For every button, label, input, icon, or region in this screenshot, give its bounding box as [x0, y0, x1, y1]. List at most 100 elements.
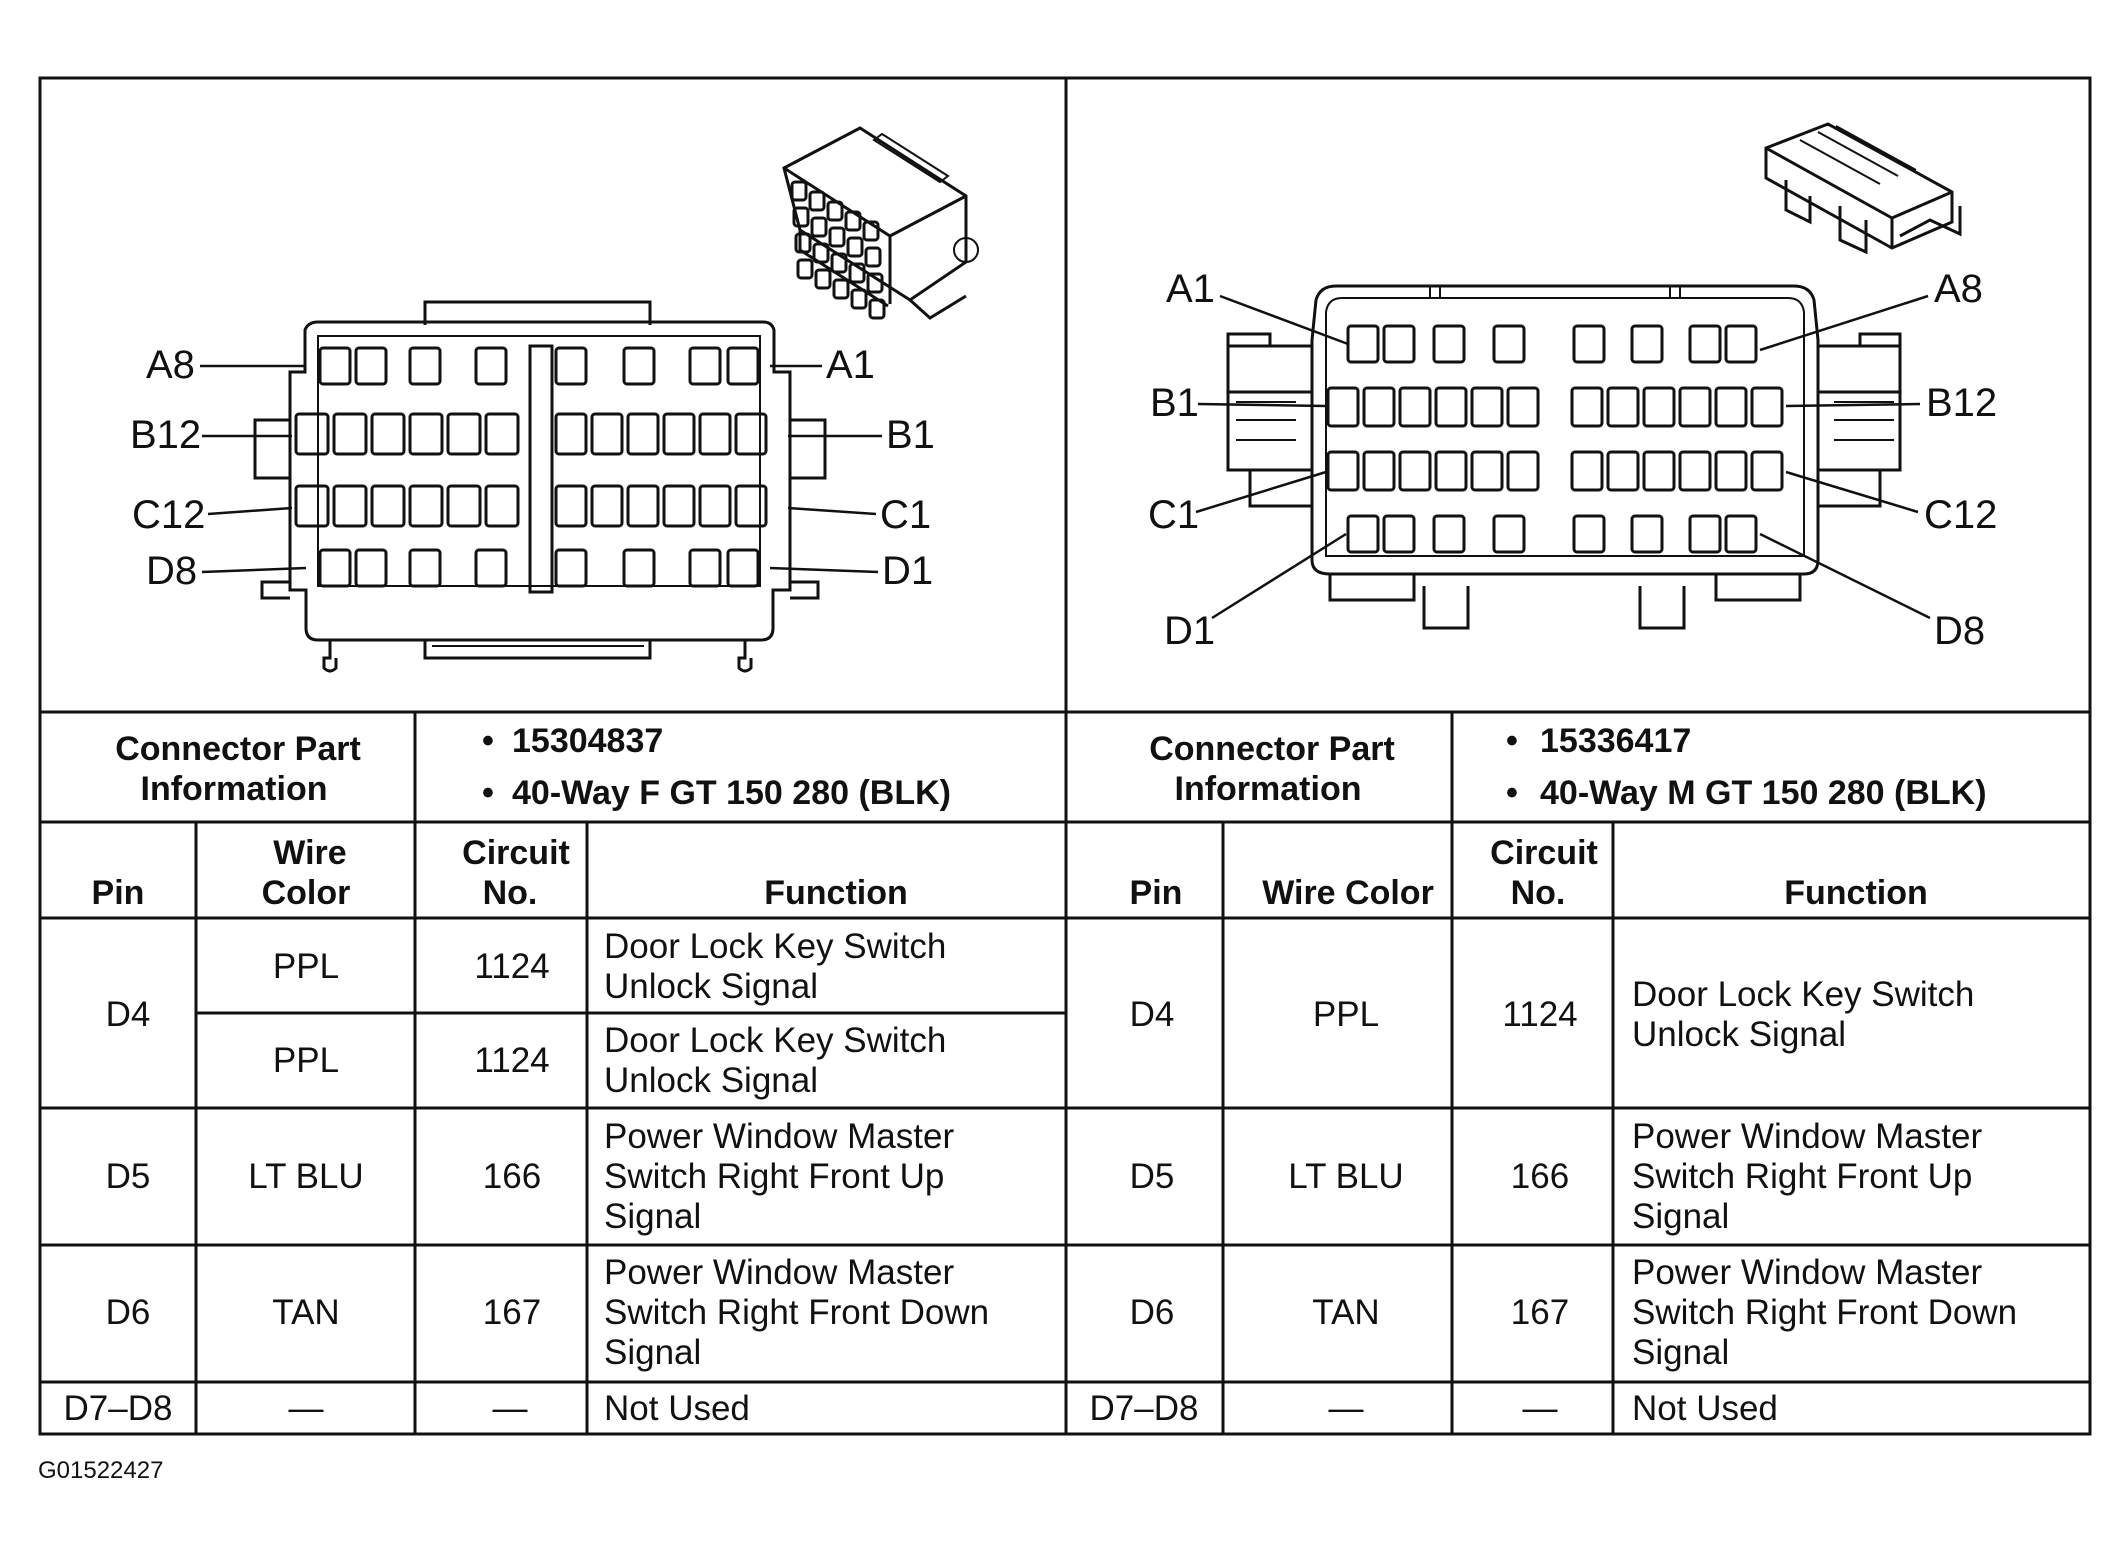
cell-circuit: 166: [1511, 1157, 1569, 1196]
cell-function: Switch Right Front Down: [604, 1293, 989, 1332]
cavity: [294, 484, 330, 528]
cavity: [590, 484, 624, 528]
cavity: [1470, 450, 1504, 492]
cavity: [370, 484, 406, 528]
cavity: [1398, 386, 1432, 428]
cell-function: Switch Right Front Up: [1632, 1157, 1972, 1196]
cavity: [1606, 450, 1640, 492]
cavity: [1630, 324, 1664, 364]
male-connector-iso-view: [1764, 122, 1962, 255]
cell-function: Door Lock Key Switch: [604, 1021, 946, 1060]
table-row: D4 PPL 1124 Door Lock Key Switch Unlock …: [106, 927, 947, 1100]
iso-cavity: [844, 210, 862, 232]
cavity: [1362, 386, 1396, 428]
figure-id: G01522427: [38, 1457, 163, 1484]
cell-function: Door Lock Key Switch: [604, 927, 946, 966]
header-number: No.: [1511, 874, 1566, 912]
cavity: [446, 484, 482, 528]
cavity: [474, 346, 508, 386]
iso-cavity: [866, 272, 884, 294]
right-table-body: D4 PPL 1124 Door Lock Key Switch Unlock …: [1090, 975, 2018, 1428]
cavity: [698, 484, 732, 528]
cavity: [1678, 386, 1712, 428]
cell-circuit: —: [1523, 1389, 1558, 1428]
cell-function: Power Window Master: [1632, 1117, 1982, 1156]
left-table-header: Pin Wire Color Circuit No. Function: [92, 834, 908, 912]
iso-cavity: [828, 226, 846, 248]
iso-cavity: [826, 200, 844, 222]
cell-wire-color: TAN: [1312, 1293, 1379, 1332]
cell-function: Signal: [1632, 1197, 1729, 1236]
pin-label-c1: C1: [880, 493, 931, 537]
cavity: [1642, 450, 1676, 492]
right-table-header: Pin Wire Color Circuit No. Function: [1130, 834, 1928, 912]
cavity: [698, 412, 732, 456]
part-number: 15304837: [512, 722, 663, 760]
cavity: [484, 412, 520, 456]
iso-cavity: [868, 298, 886, 320]
header-function: Function: [764, 874, 908, 912]
cell-circuit: 167: [1511, 1293, 1569, 1332]
table-row: D7–D8 — — Not Used: [1090, 1389, 1778, 1428]
cell-circuit: 167: [483, 1293, 541, 1332]
female-connector-pin-labels: A8 A1 B12 B1 C12 C1 D8 D1: [130, 343, 935, 593]
cavity: [554, 548, 588, 588]
male-connector-pin-labels: A1 A8 B1 B12 C1 C12 D1 D8: [1148, 267, 1997, 653]
cavity: [1434, 386, 1468, 428]
cavity: [622, 346, 656, 386]
part-description: 40-Way M GT 150 280 (BLK): [1540, 774, 1987, 812]
female-connector-cavities: [294, 346, 768, 588]
cavity: [1688, 324, 1722, 364]
cavity: [1750, 386, 1784, 428]
cavity: [446, 412, 482, 456]
cell-function: Switch Right Front Up: [604, 1157, 944, 1196]
cavity: [1630, 514, 1664, 554]
cell-pin: D7–D8: [64, 1389, 173, 1428]
cell-pin: D4: [106, 995, 151, 1034]
pin-label-d1: D1: [1164, 609, 1215, 653]
cavity: [1572, 324, 1606, 364]
cavity: [408, 346, 442, 386]
connector-info-label-2: Information: [141, 770, 328, 808]
cell-function: Door Lock Key Switch: [1632, 975, 1974, 1014]
header-circuit: Circuit: [1490, 834, 1598, 872]
cell-function: Power Window Master: [604, 1117, 954, 1156]
iso-cavity: [792, 206, 810, 228]
cell-function: Unlock Signal: [604, 1061, 818, 1100]
cavity: [1326, 450, 1360, 492]
part-description: 40-Way F GT 150 280 (BLK): [512, 774, 951, 812]
table-row: D7–D8 — — Not Used: [64, 1389, 750, 1428]
cell-circuit: 166: [483, 1157, 541, 1196]
female-connector-drawing: [253, 300, 827, 673]
cell-pin: D5: [106, 1157, 151, 1196]
cavity: [626, 412, 660, 456]
cavity: [1506, 450, 1540, 492]
male-connector-drawing: [1226, 284, 1902, 630]
table-row: D6 TAN 167 Power Window Master Switch Ri…: [1130, 1253, 2018, 1372]
table-row: D5 LT BLU 166 Power Window Master Switch…: [1130, 1117, 1983, 1236]
cavity: [408, 412, 444, 456]
header-wire-color: Wire Color: [1262, 874, 1434, 912]
iso-cavity: [832, 278, 850, 300]
cavity: [318, 548, 352, 588]
cavity: [554, 412, 588, 456]
cavity: [622, 548, 656, 588]
cavity: [626, 484, 660, 528]
table-row: D4 PPL 1124 Door Lock Key Switch Unlock …: [1130, 975, 1975, 1054]
pin-label-a1: A1: [1166, 267, 1215, 311]
cavity: [332, 412, 368, 456]
cavity: [1714, 386, 1748, 428]
cavity: [354, 548, 388, 588]
cavity: [734, 412, 768, 456]
left-table-body: D4 PPL 1124 Door Lock Key Switch Unlock …: [64, 927, 990, 1428]
cavity: [1572, 514, 1606, 554]
pin-label-d8: D8: [1934, 609, 1985, 653]
header-function: Function: [1784, 874, 1928, 912]
header-pin: Pin: [1130, 874, 1183, 912]
bullet-icon: •: [482, 774, 494, 812]
cavity: [294, 412, 330, 456]
cavity: [1398, 450, 1432, 492]
cell-pin: D4: [1130, 995, 1175, 1034]
iso-cavity: [846, 236, 864, 258]
cell-function: Not Used: [1632, 1389, 1778, 1428]
